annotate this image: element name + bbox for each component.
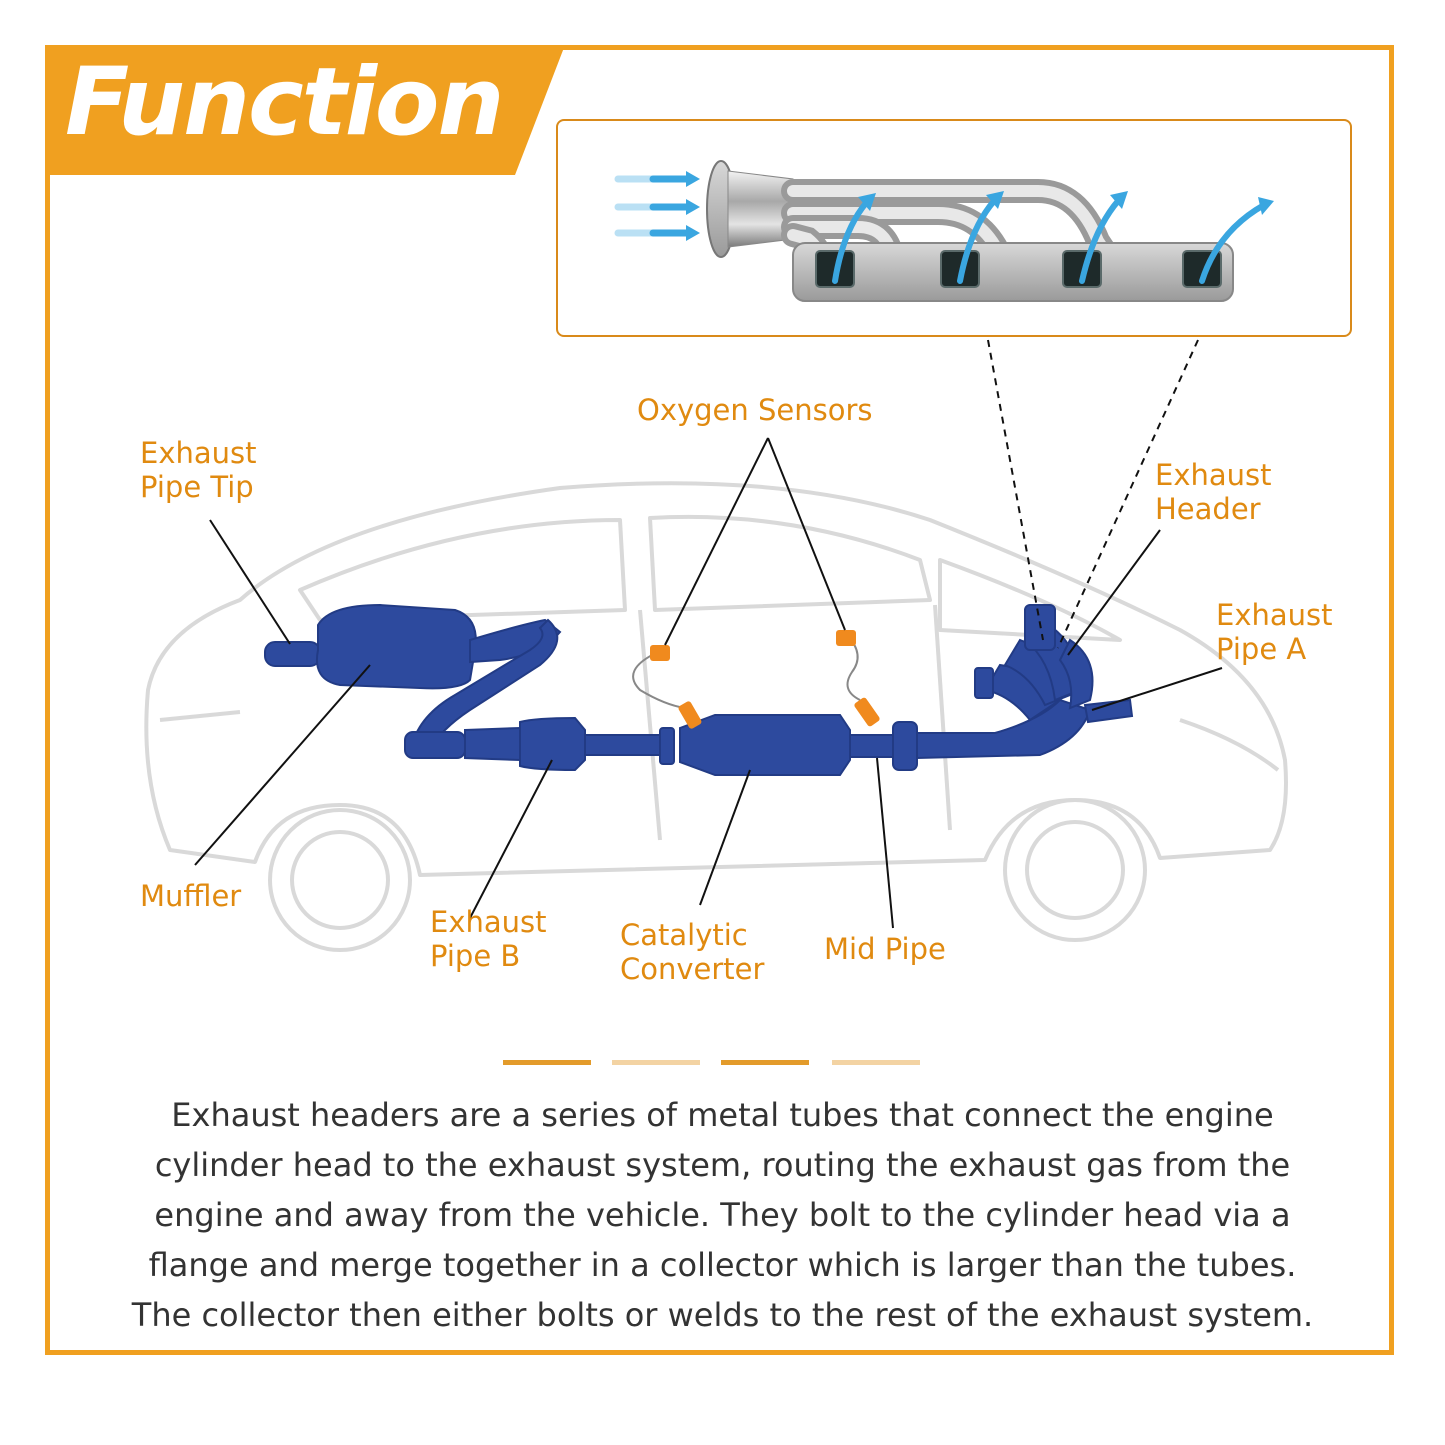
- exhaust-header-inset: [556, 119, 1352, 337]
- label-exhaust-pipe-a-line2: Pipe A: [1216, 632, 1307, 666]
- label-exhaust-pipe-a-line1: Exhaust: [1216, 598, 1333, 632]
- description-line: flange and merge together in a collector…: [148, 1246, 1297, 1284]
- label-exhaust-pipe-tip-line2: Pipe Tip: [140, 470, 254, 504]
- label-exhaust-header-line1: Exhaust: [1155, 458, 1272, 492]
- label-exhaust-pipe-tip: Exhaust Pipe Tip: [140, 436, 257, 504]
- divider-dash-4: [832, 1060, 920, 1065]
- label-exhaust-header: Exhaust Header: [1155, 458, 1272, 526]
- leader-lines: [194, 437, 1223, 929]
- airflow-in-arrows: [614, 175, 690, 237]
- airflow-out-arrows: [832, 198, 1267, 284]
- divider-dash-2: [612, 1060, 700, 1065]
- description-line: cylinder head to the exhaust system, rou…: [154, 1146, 1291, 1184]
- label-catalytic-converter-line2: Converter: [620, 952, 765, 986]
- divider-dash-3: [721, 1060, 809, 1065]
- description-line: Exhaust headers are a series of metal tu…: [171, 1096, 1274, 1134]
- label-exhaust-pipe-b-line1: Exhaust: [430, 905, 547, 939]
- label-catalytic-converter-line1: Catalytic: [620, 918, 748, 952]
- label-oxygen-sensors: Oxygen Sensors: [637, 393, 873, 427]
- title-banner: [45, 45, 565, 175]
- oxygen-sensors: [632, 630, 880, 729]
- exhaust-header-illustration: [614, 160, 1274, 302]
- inset-pointer-dashes: [987, 339, 1199, 649]
- label-catalytic-converter: Catalytic Converter: [620, 918, 764, 986]
- exhaust-system: [264, 603, 1134, 776]
- label-exhaust-pipe-a: Exhaust Pipe A: [1216, 598, 1333, 666]
- label-mid-pipe: Mid Pipe: [824, 932, 946, 966]
- car-outline: [144, 481, 1288, 952]
- divider-dash-1: [503, 1060, 591, 1065]
- description-line: The collector then either bolts or welds…: [131, 1296, 1314, 1334]
- description-text: Exhaust headers are a series of metal tu…: [95, 1090, 1350, 1340]
- label-muffler: Muffler: [140, 879, 242, 913]
- page-title: Function: [65, 48, 504, 157]
- label-exhaust-pipe-tip-line1: Exhaust: [140, 436, 257, 470]
- description-line: engine and away from the vehicle. They b…: [154, 1196, 1291, 1234]
- label-exhaust-pipe-b: Exhaust Pipe B: [430, 905, 547, 973]
- label-exhaust-header-line2: Header: [1155, 492, 1261, 526]
- label-exhaust-pipe-b-line2: Pipe B: [430, 939, 521, 973]
